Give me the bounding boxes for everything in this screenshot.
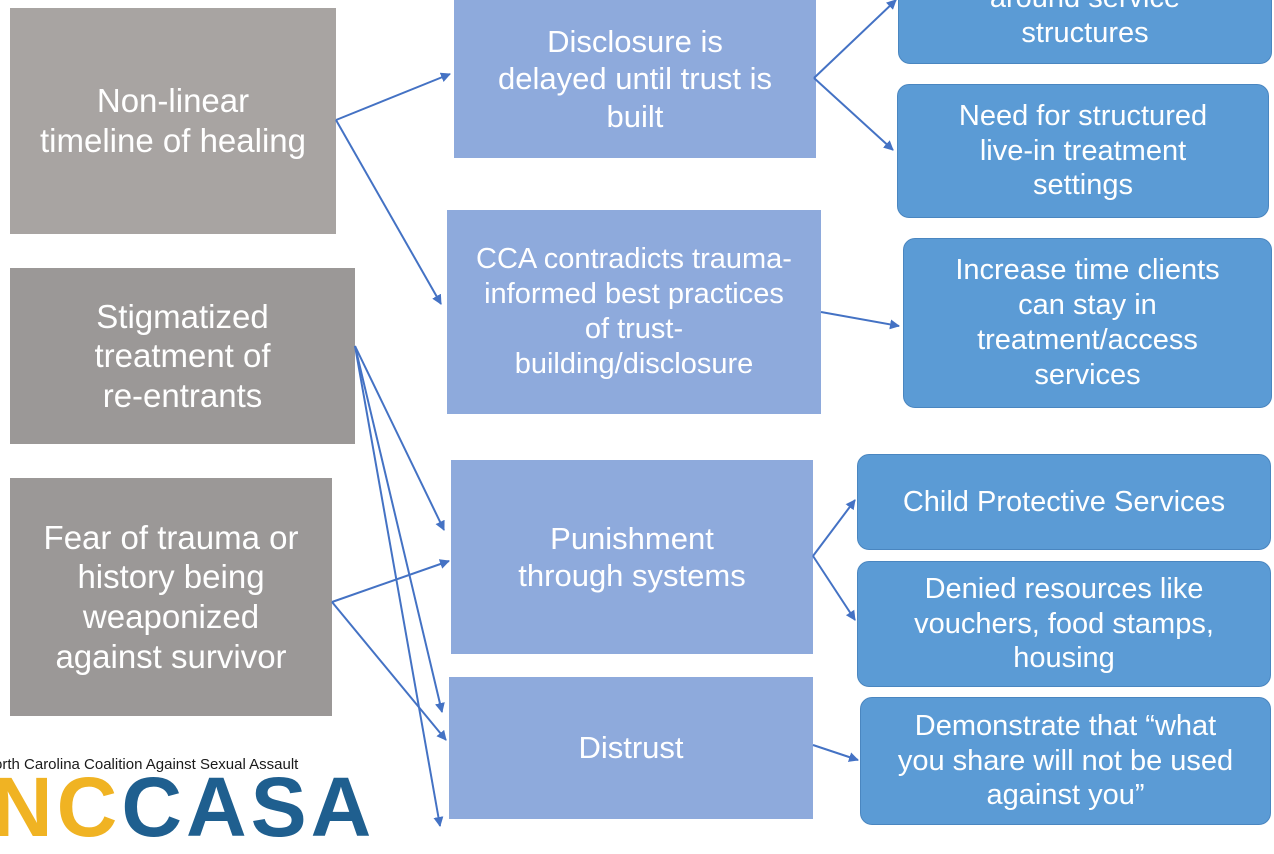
arrow-nonlinear-to-disclosure — [335, 72, 451, 121]
box-need-structured-treatment-text: Need for structured live-in treatment se… — [958, 99, 1208, 202]
arrow-disclosure-to-need — [813, 77, 894, 151]
box-nonlinear-timeline: Non-linear timeline of healing — [10, 8, 336, 234]
box-cca-contradicts-text: CCA contradicts trauma- informed best pr… — [476, 243, 792, 380]
box-child-protective-services-text: Child Protective Services — [902, 485, 1226, 518]
box-cca-contradicts: CCA contradicts trauma- informed best pr… — [447, 210, 821, 414]
arrow-stigmatized-to-distrust — [354, 345, 445, 713]
box-stigmatized-treatment-text: Stigmatized treatment of re-entrants — [94, 297, 271, 414]
box-disclosure-delayed: Disclosure is delayed until trust is bui… — [454, 0, 816, 158]
box-punishment-through-systems-text: Punishment through systems — [518, 520, 746, 593]
box-distrust: Distrust — [449, 677, 813, 819]
arrow-stigmatized-to-lower — [354, 345, 444, 827]
logo-nc: NC — [0, 760, 122, 854]
box-distrust-text: Distrust — [578, 730, 684, 766]
box-denied-resources: Denied resources like vouchers, food sta… — [857, 561, 1271, 687]
arrow-disclosure-to-structures — [813, 0, 897, 79]
arrow-punishment-to-denied — [812, 555, 856, 621]
box-service-structures-text: around service structures — [990, 0, 1180, 50]
box-fear-of-trauma-text: Fear of trauma or history being weaponiz… — [43, 518, 299, 675]
arrow-fear-to-punishment — [331, 559, 450, 603]
logo-org-name: orth Carolina Coalition Against Sexual A… — [0, 756, 299, 773]
box-nonlinear-timeline-text: Non-linear timeline of healing — [40, 82, 306, 159]
box-disclosure-delayed-text: Disclosure is delayed until trust is bui… — [498, 24, 772, 134]
arrow-punishment-to-cps — [812, 499, 856, 557]
arrow-cca-to-increase — [820, 311, 900, 330]
nccasa-logo: NCCASA — [0, 765, 375, 849]
box-increase-time-clients-text: Increase time clients can stay in treatm… — [955, 254, 1220, 391]
box-child-protective-services: Child Protective Services — [857, 454, 1271, 550]
box-demonstrate-trust-text: Demonstrate that “what you share will no… — [897, 709, 1234, 812]
arrow-stigmatized-to-punishment — [354, 345, 445, 531]
box-demonstrate-trust: Demonstrate that “what you share will no… — [860, 697, 1271, 825]
box-fear-of-trauma: Fear of trauma or history being weaponiz… — [10, 478, 332, 716]
box-need-structured-treatment: Need for structured live-in treatment se… — [897, 84, 1269, 218]
arrow-fear-to-distrust — [331, 601, 447, 741]
box-increase-time-clients: Increase time clients can stay in treatm… — [903, 238, 1272, 408]
box-denied-resources-text: Denied resources like vouchers, food sta… — [914, 572, 1214, 675]
box-service-structures: around service structures — [898, 0, 1272, 64]
box-punishment-through-systems: Punishment through systems — [451, 460, 813, 654]
box-stigmatized-treatment: Stigmatized treatment of re-entrants — [10, 268, 355, 444]
logo-casa: CASA — [121, 760, 376, 854]
arrow-distrust-to-demonstrate — [812, 744, 859, 762]
